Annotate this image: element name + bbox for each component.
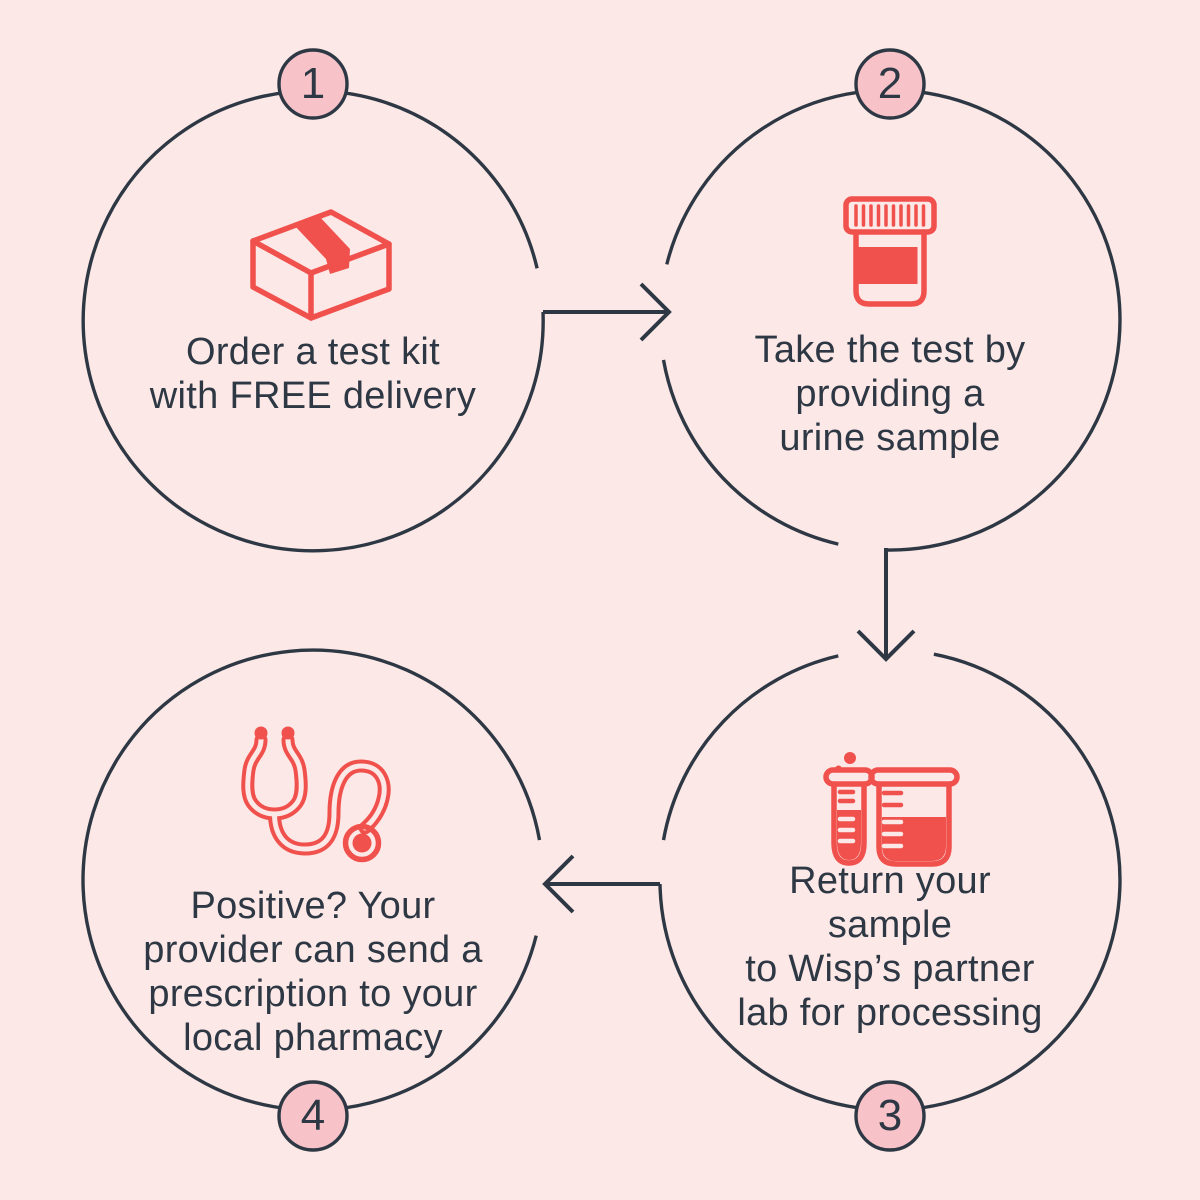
circle-step-2 [661,359,839,546]
arrow-step3-to-step4 [542,854,660,914]
circle-step-3b [658,652,1122,1112]
step-number-4: 4 [300,1091,326,1140]
arrow-step1-to-step2 [543,282,672,342]
step-number-1: 1 [300,59,326,108]
circle-step-1 [81,89,545,553]
circle-step-4 [81,648,542,1112]
step-label-1: Order a test kit with FREE delivery [149,331,477,417]
stethoscope-icon [241,726,391,863]
package-icon [250,209,392,321]
specimen-cup-icon [843,196,937,307]
circle-step-3 [661,654,839,841]
circle-step-2b [665,88,1122,552]
arrow-step2-to-step3 [856,548,916,662]
step-badge-3 [854,1080,926,1152]
test-tube-beaker-icon [823,752,960,867]
step-label-2: Take the test by providing a urine sampl… [754,329,1026,459]
step-number-3: 3 [877,1091,903,1140]
step-number-2: 2 [877,59,903,108]
step-badge-4 [277,1080,349,1152]
step-label-3: Return your sample to Wisp’s partner lab… [737,860,1043,1034]
step-badge-1 [277,48,349,120]
step-label-4: Positive? Your provider can send a presc… [143,885,483,1059]
step-badge-2 [854,48,926,120]
